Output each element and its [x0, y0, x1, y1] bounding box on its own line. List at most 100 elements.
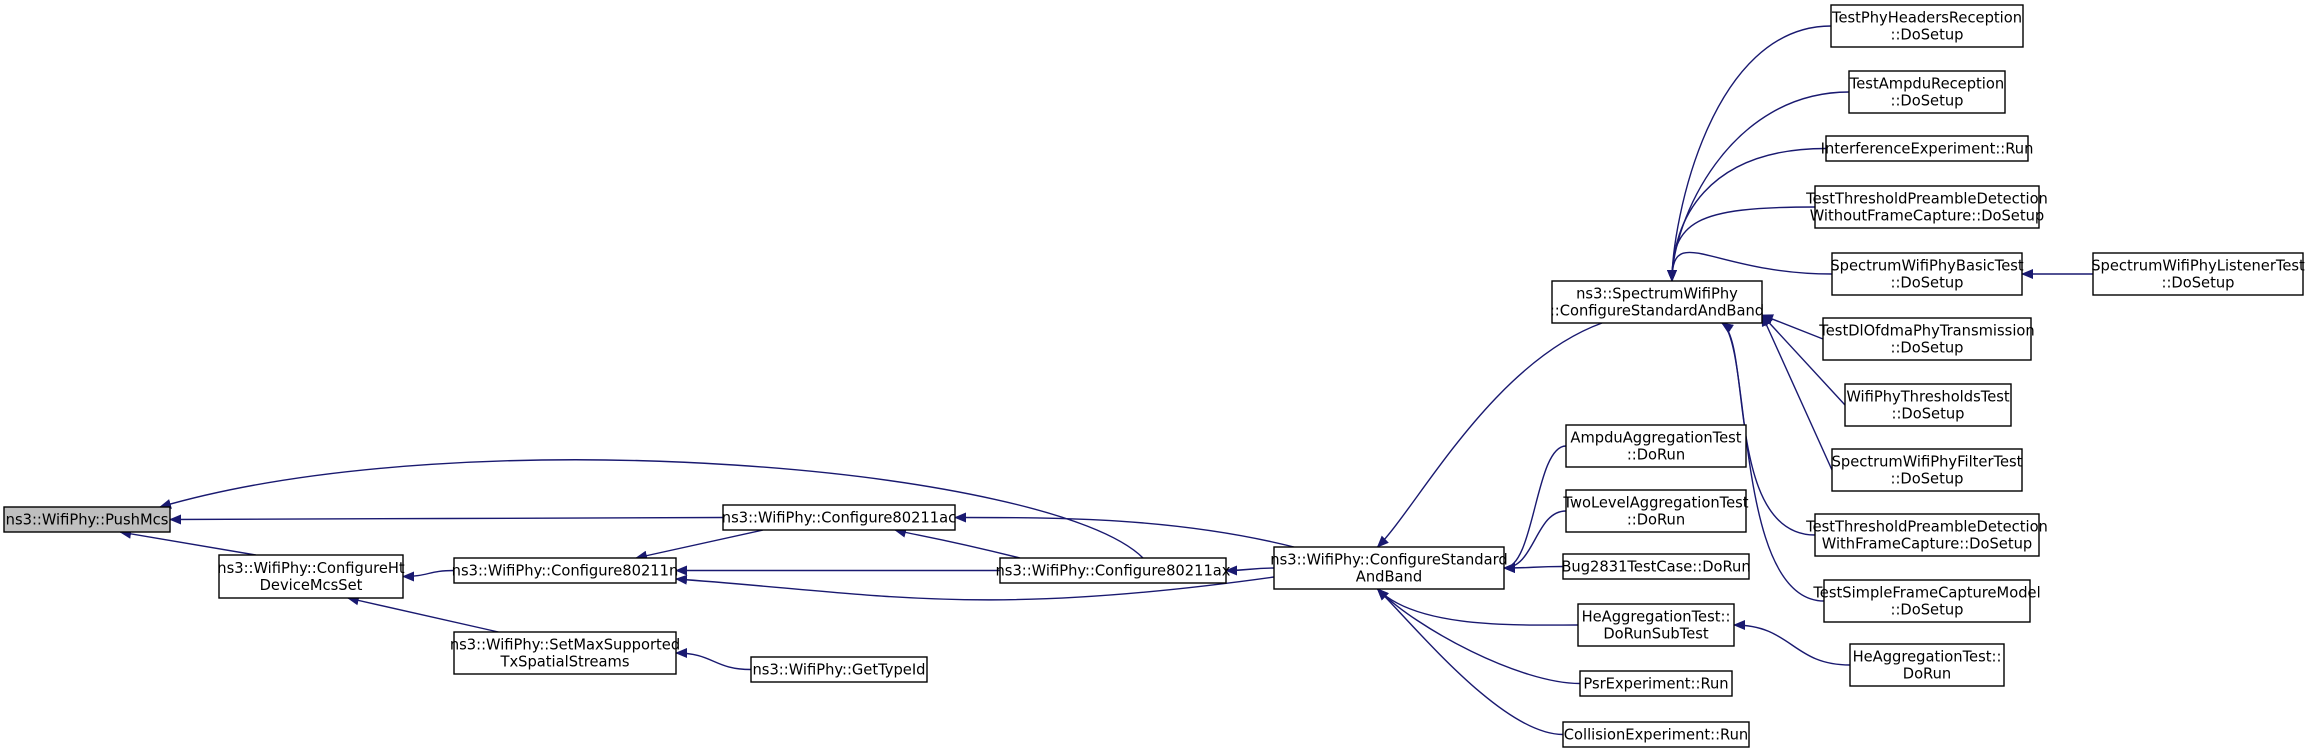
node-threshcap[interactable]: TestThresholdPreambleDetectionWithFrameC…	[1805, 513, 2048, 557]
edge-line	[1667, 206, 1816, 282]
node-conf80211ac[interactable]: ns3::WifiPhy::Configure80211ac	[722, 504, 956, 531]
edge-line	[1225, 565, 1275, 576]
edges-layer	[119, 25, 2094, 736]
node-collision[interactable]: CollisionExperiment::Run	[1562, 721, 1750, 748]
node-label-line: TxSpatialStreams	[499, 654, 629, 671]
node-thresholds[interactable]: WifiPhyThresholdsTest::DoSetup	[1844, 383, 2012, 427]
node-box[interactable]	[1565, 424, 1747, 468]
node-label-line: CollisionExperiment::Run	[1564, 727, 1748, 744]
node-label-line: ::DoSetup	[1892, 406, 1965, 423]
node-ampduagg[interactable]: AmpduAggregationTest::DoRun	[1565, 424, 1747, 468]
node-box[interactable]	[1822, 317, 2032, 361]
node-heaggrun[interactable]: HeAggregationTest::DoRun	[1849, 643, 2005, 687]
edge-spectrumconf-to-confstd	[1376, 322, 1603, 548]
edge-line	[1376, 322, 1603, 548]
node-label-line: SpectrumWifiPhyListenerTest	[2091, 258, 2305, 275]
node-label-line: ns3::WifiPhy::Configure80211ac	[722, 510, 956, 527]
node-filter[interactable]: SpectrumWifiPhyFilterTest::DoSetup	[1831, 448, 2023, 492]
edge-line	[675, 648, 752, 671]
node-box[interactable]	[1830, 4, 2024, 48]
edge-line	[635, 529, 764, 561]
node-label-line: SpectrumWifiPhyBasicTest	[1830, 258, 2024, 275]
node-box[interactable]	[453, 557, 677, 584]
node-box[interactable]	[1814, 185, 2040, 229]
edge-line	[1376, 588, 1581, 685]
node-spectrumconf[interactable]: ns3::SpectrumWifiPhy::ConfigureStandardA…	[1550, 280, 1764, 324]
edge-heaggsub-to-confstd	[1376, 588, 1579, 626]
edge-line	[1376, 588, 1564, 736]
node-gettypeid[interactable]: ns3::WifiPhy::GetTypeId	[750, 656, 928, 683]
edge-setmax-to-confht	[346, 595, 499, 633]
edge-line	[894, 527, 1021, 559]
node-label-line: ::DoSetup	[1891, 471, 1964, 488]
node-psr[interactable]: PsrExperiment::Run	[1579, 670, 1733, 697]
node-label-line: AndBand	[1356, 569, 1422, 586]
node-label-line: ::DoSetup	[1891, 340, 1964, 357]
edge-threshnocap-to-spectrumconf	[1667, 206, 1816, 282]
node-box[interactable]	[1831, 252, 2023, 296]
node-box[interactable]	[1579, 670, 1733, 697]
node-box[interactable]	[750, 656, 928, 683]
node-threshnocap[interactable]: TestThresholdPreambleDetectionWithoutFra…	[1805, 185, 2048, 229]
node-twolevel[interactable]: TwoLevelAggregationTest::DoRun	[1562, 489, 1749, 533]
node-label-line: ::DoSetup	[1891, 275, 1964, 292]
node-confstd[interactable]: ns3::WifiPhy::ConfigureStandardAndBand	[1270, 546, 1508, 590]
node-label-line: WithoutFrameCapture::DoSetup	[1810, 208, 2045, 225]
node-label-line: TestThresholdPreambleDetection	[1805, 191, 2048, 208]
edge-conf80211ac-to-conf80211n	[635, 529, 764, 561]
edge-line	[1667, 25, 1832, 282]
edge-line	[1503, 445, 1567, 573]
node-box[interactable]	[1844, 383, 2012, 427]
node-pushmcs[interactable]: ns3::WifiPhy::PushMcs	[3, 506, 171, 533]
node-box[interactable]	[1848, 70, 2006, 114]
node-box[interactable]	[1849, 643, 2005, 687]
node-box[interactable]	[2092, 252, 2304, 296]
edge-line	[169, 514, 724, 525]
node-simplecap[interactable]: TestSimpleFrameCaptureModel::DoSetup	[1812, 579, 2041, 623]
node-setmax[interactable]: ns3::WifiPhy::SetMaxSupportedTxSpatialSt…	[450, 631, 680, 675]
edge-confstd-to-conf80211n	[675, 574, 1275, 601]
node-label-line: ::DoRun	[1627, 447, 1685, 464]
node-box[interactable]	[1831, 448, 2023, 492]
node-interference[interactable]: InterferenceExperiment::Run	[1821, 135, 2034, 162]
node-label-line: ns3::WifiPhy::PushMcs	[6, 512, 169, 529]
node-box[interactable]	[1562, 553, 1750, 580]
node-conf80211ax[interactable]: ns3::WifiPhy::Configure80211ax	[995, 557, 1231, 584]
node-heaggsub[interactable]: HeAggregationTest::DoRunSubTest	[1577, 603, 1735, 647]
node-box[interactable]	[3, 506, 171, 533]
node-label-line: WifiPhyThresholdsTest	[1846, 389, 2010, 406]
node-label-line: TestThresholdPreambleDetection	[1805, 519, 2048, 536]
node-box[interactable]	[1814, 513, 2040, 557]
edge-confstd-to-conf80211ax	[1225, 565, 1275, 576]
node-label-line: ::DoRun	[1627, 512, 1685, 529]
node-box[interactable]	[999, 557, 1227, 584]
node-box[interactable]	[1562, 721, 1750, 748]
node-label-line: TestPhyHeadersReception	[1831, 10, 2022, 27]
edge-line	[402, 569, 455, 582]
node-spectrumbasic[interactable]: SpectrumWifiPhyBasicTest::DoSetup	[1830, 252, 2024, 296]
node-label-line: InterferenceExperiment::Run	[1821, 141, 2034, 158]
node-conf80211n[interactable]: ns3::WifiPhy::Configure80211n	[452, 557, 679, 584]
node-label-line: TestAmpduReception	[1849, 76, 2004, 93]
node-bug2831[interactable]: Bug2831TestCase::DoRun	[1561, 553, 1751, 580]
node-box[interactable]	[218, 554, 404, 599]
node-box[interactable]	[1825, 135, 2029, 162]
node-box[interactable]	[722, 504, 956, 531]
node-ampdurecep[interactable]: TestAmpduReception::DoSetup	[1848, 70, 2006, 114]
node-box[interactable]	[1565, 489, 1747, 533]
nodes-layer: ns3::WifiPhy::PushMcsns3::WifiPhy::Confi…	[3, 4, 2305, 748]
node-dlofdma[interactable]: TestDlOfdmaPhyTransmission::DoSetup	[1818, 317, 2035, 361]
node-box[interactable]	[1551, 280, 1763, 324]
edge-line	[1503, 510, 1567, 573]
node-phyheaders[interactable]: TestPhyHeadersReception::DoSetup	[1830, 4, 2024, 48]
edge-conf80211ac-to-pushmcs	[169, 514, 724, 525]
node-box[interactable]	[1823, 579, 2031, 623]
node-label-line: ns3::WifiPhy::Configure80211ax	[995, 563, 1230, 580]
node-listener[interactable]: SpectrumWifiPhyListenerTest::DoSetup	[2091, 252, 2305, 296]
node-label-line: ::DoSetup	[2162, 275, 2235, 292]
node-box[interactable]	[1273, 546, 1505, 590]
node-box[interactable]	[453, 631, 677, 675]
node-box[interactable]	[1577, 603, 1735, 647]
